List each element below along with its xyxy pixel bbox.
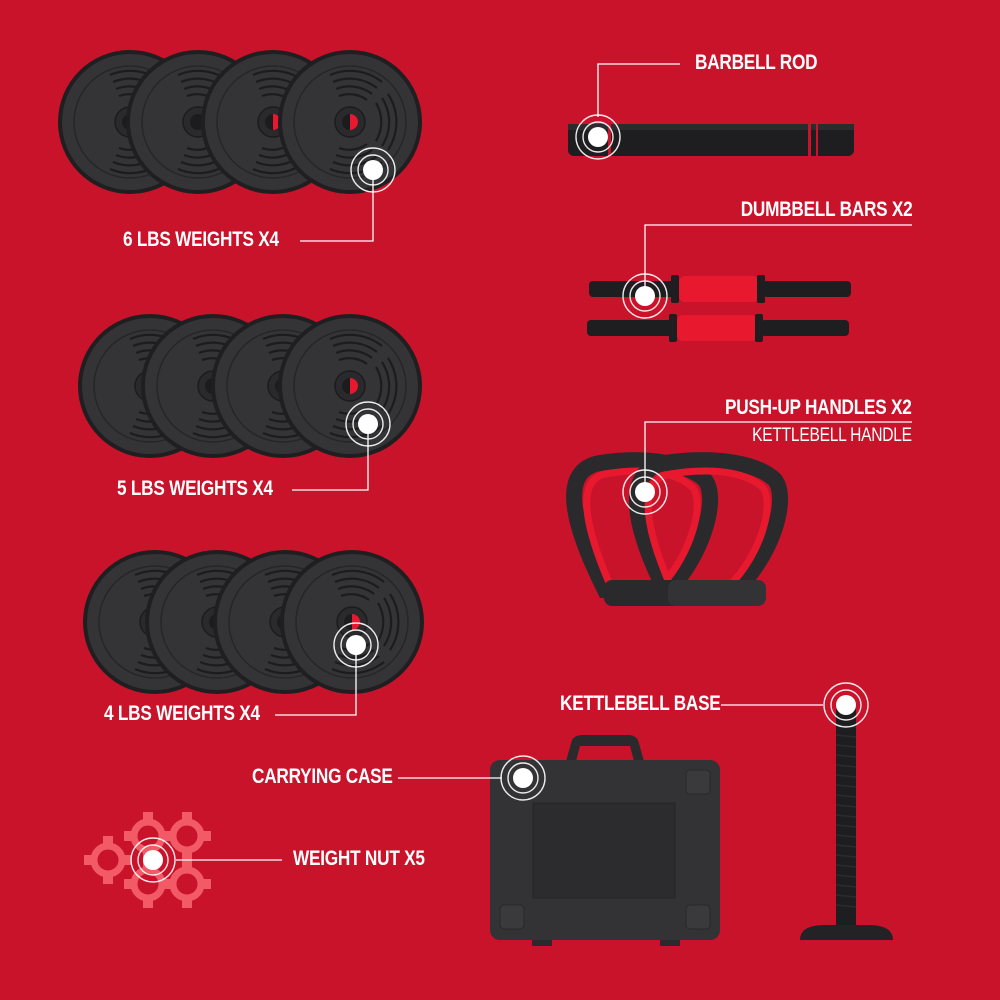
label-kettlebell-handle: KETTLEBELL HANDLE: [752, 425, 912, 446]
kettlebell-handle-icon: [566, 452, 788, 606]
label-dumbbell-bars: DUMBBELL BARS X2: [740, 198, 912, 221]
dumbbell-bar-icon: [587, 275, 851, 342]
label-6lbs-weights: 6 LBS WEIGHTS X4: [123, 228, 279, 251]
label-carrying-case: CARRYING CASE: [252, 765, 393, 788]
callout-leader-lines: [176, 63, 912, 861]
label-weight-nut: WEIGHT NUT X5: [293, 847, 425, 870]
kettlebell-base-icon: [800, 705, 893, 940]
carrying-case-icon: [490, 735, 720, 946]
weight-plates-5lbs: [76, 312, 422, 460]
label-5lbs-weights: 5 LBS WEIGHTS X4: [117, 477, 273, 500]
label-pushup-handles: PUSH-UP HANDLES X2: [725, 396, 912, 419]
label-barbell-rod: BARBELL ROD: [695, 51, 818, 74]
barbell-rod-icon: [568, 124, 854, 156]
weight-plates-4lbs: [81, 548, 424, 696]
label-4lbs-weights: 4 LBS WEIGHTS X4: [104, 702, 260, 725]
label-kettlebell-base: KETTLEBELL BASE: [560, 692, 721, 715]
